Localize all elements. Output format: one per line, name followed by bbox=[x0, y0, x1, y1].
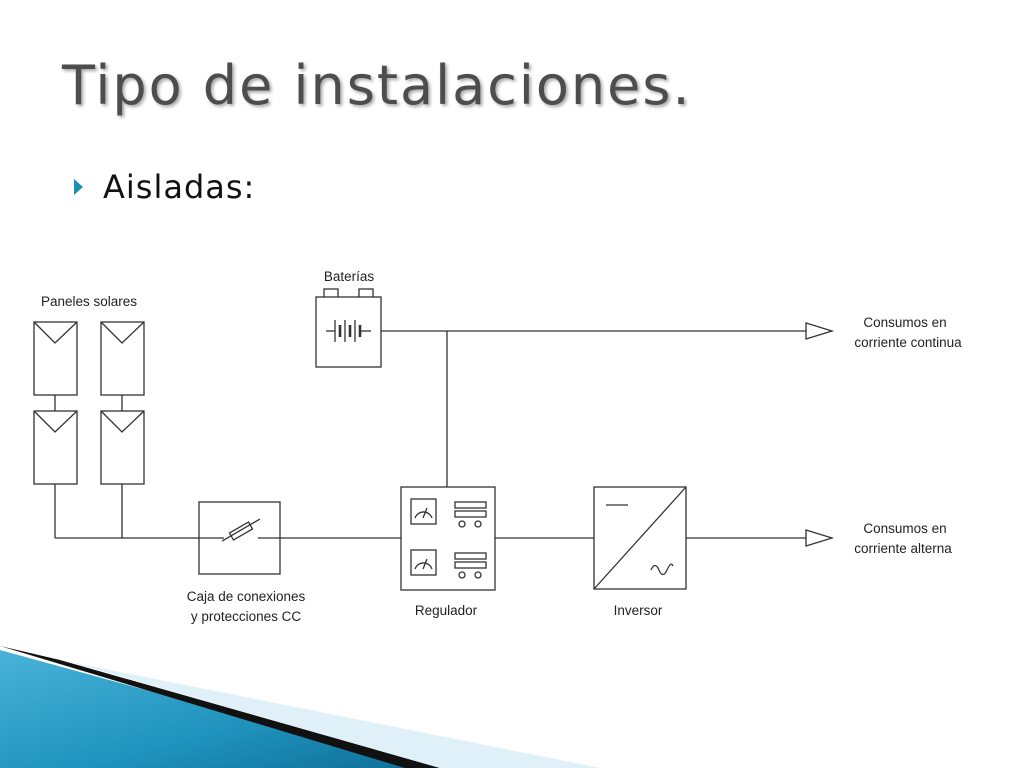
solar-panel bbox=[33, 410, 78, 485]
label-consumo-ca-line2: corriente alterna bbox=[854, 541, 952, 556]
dc-ac-inverter-icon bbox=[593, 486, 687, 590]
meter-icon bbox=[410, 498, 437, 525]
bullet-text: Aisladas: bbox=[103, 168, 256, 206]
label-caja-line2: y protecciones CC bbox=[191, 609, 302, 624]
solar-panel bbox=[100, 321, 145, 396]
slide-title: Tipo de instalaciones. bbox=[62, 54, 692, 117]
regulator-box bbox=[400, 486, 496, 591]
label-consumo-cc-line1: Consumos en bbox=[863, 315, 946, 330]
deco-light-band bbox=[70, 662, 600, 768]
wiring bbox=[54, 330, 806, 539]
solar-panel-array bbox=[33, 321, 145, 485]
deco-dark-band bbox=[0, 646, 440, 768]
label-regulador: Regulador bbox=[415, 603, 478, 618]
label-baterias: Baterías bbox=[324, 269, 375, 284]
fuse-icon bbox=[198, 501, 281, 575]
label-paneles: Paneles solares bbox=[41, 294, 137, 309]
meter-icon bbox=[410, 549, 437, 576]
label-consumo-ca-line1: Consumos en bbox=[863, 521, 946, 536]
label-consumo-cc-line2: corriente continua bbox=[854, 335, 962, 350]
open-arrow-icon bbox=[805, 322, 835, 340]
solar-panel bbox=[33, 321, 78, 396]
label-inversor: Inversor bbox=[614, 603, 663, 618]
open-arrow-icon bbox=[805, 529, 835, 547]
battery-icon bbox=[315, 288, 382, 368]
bullet-item: Aisladas: bbox=[74, 168, 255, 206]
label-caja-line1: Caja de conexiones bbox=[187, 589, 306, 604]
triangle-right-icon bbox=[74, 179, 83, 195]
